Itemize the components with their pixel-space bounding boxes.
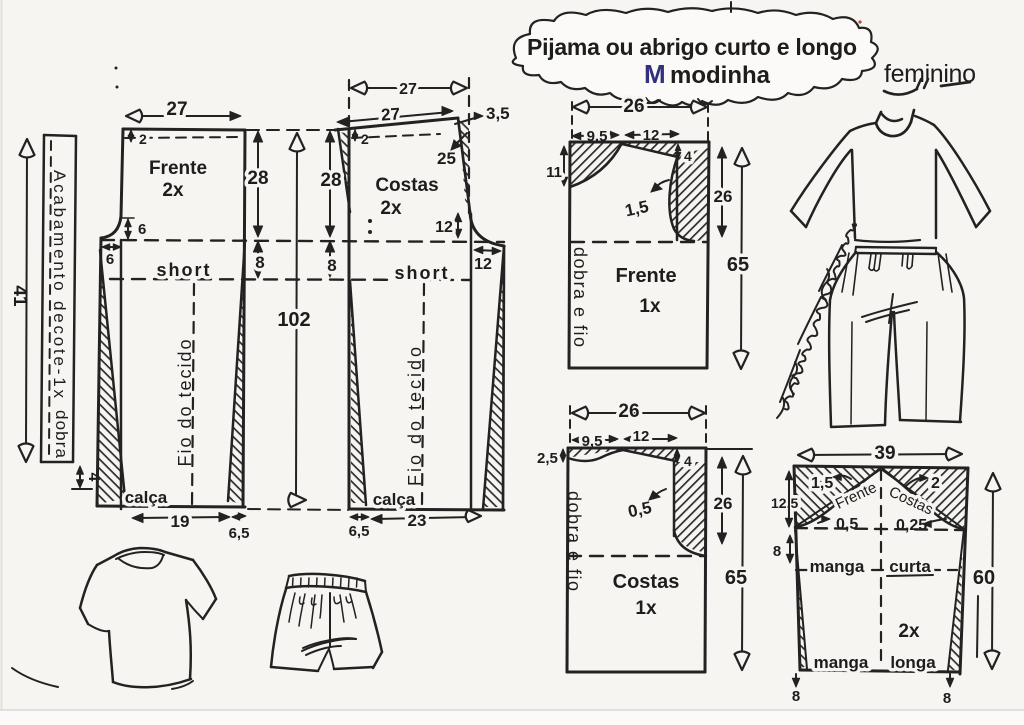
svg-text:short: short [395,263,450,283]
svg-text:2,5: 2,5 [537,450,558,467]
svg-text:8: 8 [792,688,800,705]
svg-text:28: 28 [247,168,268,189]
svg-text:60: 60 [973,567,995,589]
svg-text:2x: 2x [380,198,402,219]
svg-text:26: 26 [714,494,733,513]
svg-text:1x: 1x [639,296,661,317]
svg-text:modinha: modinha [670,62,771,89]
svg-text:2x: 2x [898,621,920,642]
svg-text:4: 4 [85,473,102,482]
svg-text:11: 11 [546,164,562,181]
svg-text:8: 8 [773,543,781,560]
svg-text:longa: longa [890,653,936,672]
svg-text:2: 2 [139,131,147,147]
svg-text:Frente: Frente [615,265,676,287]
svg-text:4: 4 [684,148,692,164]
svg-text:19: 19 [171,512,190,531]
svg-text:8: 8 [327,256,336,275]
svg-text:27: 27 [166,99,187,120]
svg-text:dobra: dobra [52,410,71,459]
svg-text:2: 2 [931,475,940,492]
svg-text:dobra e fio: dobra e fio [570,247,590,349]
svg-text:3,5: 3,5 [486,104,510,123]
svg-text:41: 41 [9,285,30,307]
svg-text:23: 23 [408,511,427,530]
svg-text:65: 65 [725,567,747,589]
svg-text:manga: manga [810,557,865,576]
svg-text:Pijama ou abrigo curto e longo: Pijama ou abrigo curto e longo [527,34,857,60]
svg-text:Costas: Costas [613,571,680,593]
svg-text:27: 27 [399,81,417,98]
svg-text:dobra e fio: dobra e fio [564,491,584,593]
svg-text:0,5: 0,5 [836,516,858,533]
svg-text:8: 8 [943,690,951,707]
svg-text:6: 6 [138,221,146,238]
svg-text:39: 39 [874,443,895,464]
svg-text:manga: manga [814,653,869,672]
svg-text:calça: calça [125,488,168,507]
svg-text:65: 65 [727,254,749,276]
svg-text:Frente: Frente [149,158,207,179]
svg-text:6,5: 6,5 [349,523,370,540]
svg-text:1,5: 1,5 [811,475,833,492]
svg-text:26: 26 [618,401,639,422]
svg-text:12,5: 12,5 [771,495,798,511]
svg-text:2: 2 [361,131,369,147]
svg-text:12: 12 [474,256,492,273]
svg-text:26: 26 [714,187,733,206]
svg-text:1x: 1x [635,598,657,619]
svg-text:26: 26 [623,96,644,117]
svg-text:4: 4 [684,453,692,469]
svg-text:102: 102 [277,309,310,331]
svg-text:8: 8 [255,253,264,272]
svg-text:short: short [157,260,212,280]
svg-text:2x: 2x [162,180,184,201]
svg-text:6,5: 6,5 [229,525,250,542]
svg-text:Acabamento decote-1x: Acabamento decote-1x [50,170,69,399]
svg-text:Fio do tecido: Fio do tecido [175,337,195,466]
svg-text:6: 6 [106,251,114,268]
svg-text:Fio do tecido: Fio do tecido [405,344,425,486]
svg-text:12: 12 [435,219,453,236]
svg-text:calça: calça [373,490,416,509]
svg-text:25: 25 [437,149,456,168]
svg-text:Costas: Costas [375,175,438,196]
svg-text:M: M [644,59,666,89]
svg-text:curta: curta [889,557,931,576]
svg-text:0,25: 0,25 [896,517,927,534]
svg-text:28: 28 [320,170,341,191]
svg-text:12: 12 [633,428,650,445]
svg-text:27: 27 [381,104,401,124]
